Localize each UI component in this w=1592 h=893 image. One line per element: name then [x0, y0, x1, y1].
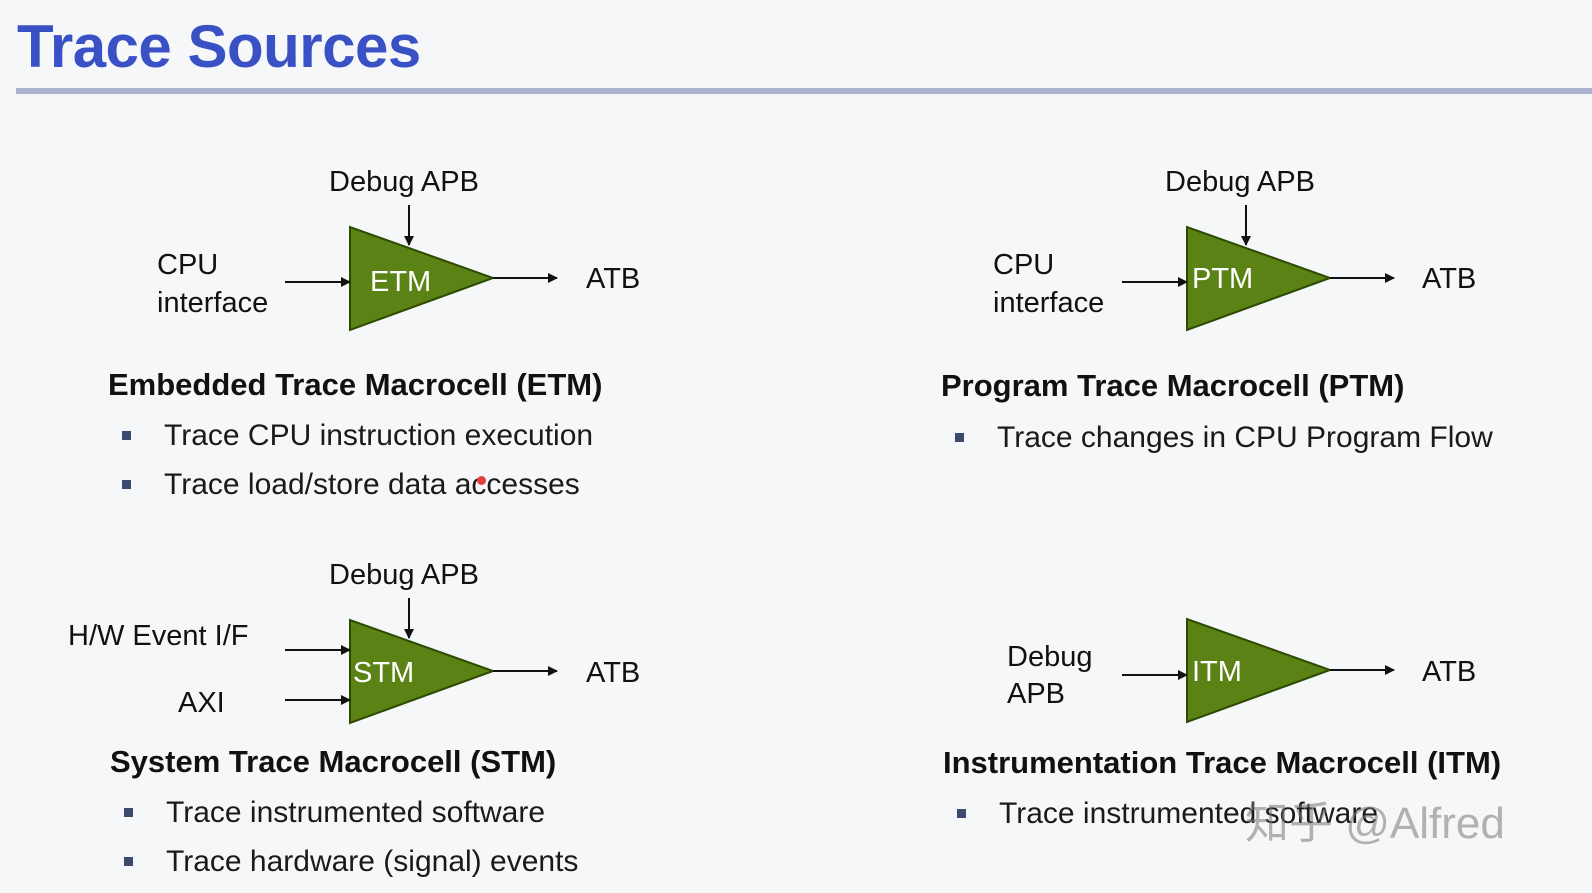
- bullet-text: Trace changes in CPU Program Flow: [997, 421, 1493, 454]
- stm-bullet-list: Trace instrumented software Trace hardwa…: [124, 795, 578, 893]
- stm-debug-apb-label: Debug APB: [329, 559, 479, 591]
- list-item: Trace hardware (signal) events: [124, 844, 578, 893]
- list-item: Trace load/store data accesses: [122, 467, 593, 516]
- stm-hw-event-label: H/W Event I/F: [68, 620, 248, 652]
- bullet-text: Trace instrumented software: [166, 796, 546, 829]
- bullet-text: Trace load/store data accesses: [164, 468, 580, 501]
- itm-diagram: ITM Debug APB ATB: [1007, 617, 1476, 724]
- ptm-interface-label: interface: [993, 287, 1104, 319]
- etm-interface-label: interface: [157, 287, 268, 319]
- itm-heading: Instrumentation Trace Macrocell (ITM): [943, 745, 1502, 780]
- bullet-square-icon: [122, 431, 131, 440]
- bullet-square-icon: [122, 480, 131, 489]
- bullet-text: Trace CPU instruction execution: [164, 419, 594, 452]
- itm-atb-label: ATB: [1422, 656, 1476, 688]
- itm-block-label: ITM: [1192, 656, 1242, 688]
- etm-diagram: ETM Debug APB CPU interface ATB: [157, 166, 640, 332]
- etm-debug-apb-label: Debug APB: [329, 166, 479, 198]
- ptm-cpu-label: CPU: [993, 249, 1054, 281]
- cursor-dot-icon: [477, 476, 486, 485]
- bullet-square-icon: [124, 808, 133, 817]
- list-item: Trace instrumented software: [957, 796, 1378, 845]
- ptm-bullet-list: Trace changes in CPU Program Flow: [955, 420, 1493, 469]
- watermark: 知乎 @Alfred: [1245, 799, 1505, 848]
- list-item: Trace CPU instruction execution: [122, 418, 593, 467]
- ptm-block-label: PTM: [1192, 263, 1253, 295]
- etm-heading: Embedded Trace Macrocell (ETM): [108, 367, 603, 402]
- stm-axi-label: AXI: [178, 687, 225, 719]
- stm-block: [349, 618, 496, 725]
- stm-heading: System Trace Macrocell (STM): [110, 744, 557, 779]
- ptm-atb-label: ATB: [1422, 263, 1476, 295]
- stm-diagram: STM Debug APB H/W Event I/F AXI ATB: [68, 559, 640, 725]
- itm-debug-label: Debug: [1007, 641, 1092, 673]
- stm-block-label: STM: [353, 657, 414, 689]
- bullet-text: Trace instrumented software: [999, 797, 1379, 830]
- ptm-diagram: PTM Debug APB CPU interface ATB: [993, 166, 1476, 332]
- etm-cpu-label: CPU: [157, 249, 218, 281]
- list-item: Trace instrumented software: [124, 795, 578, 844]
- bullet-square-icon: [957, 809, 966, 818]
- etm-block-label: ETM: [370, 266, 431, 298]
- etm-bullet-list: Trace CPU instruction execution Trace lo…: [122, 418, 593, 516]
- ptm-debug-apb-label: Debug APB: [1165, 166, 1315, 198]
- bullet-square-icon: [955, 433, 964, 442]
- bullet-text: Trace hardware (signal) events: [166, 845, 579, 878]
- itm-apb-label: APB: [1007, 678, 1065, 710]
- title-divider: [16, 88, 1592, 94]
- bullet-square-icon: [124, 857, 133, 866]
- page-title: Trace Sources: [17, 13, 421, 80]
- list-item: Trace changes in CPU Program Flow: [955, 420, 1493, 469]
- ptm-heading: Program Trace Macrocell (PTM): [941, 368, 1405, 403]
- itm-bullet-list: Trace instrumented software: [957, 796, 1378, 845]
- etm-atb-label: ATB: [586, 263, 640, 295]
- stm-atb-label: ATB: [586, 657, 640, 689]
